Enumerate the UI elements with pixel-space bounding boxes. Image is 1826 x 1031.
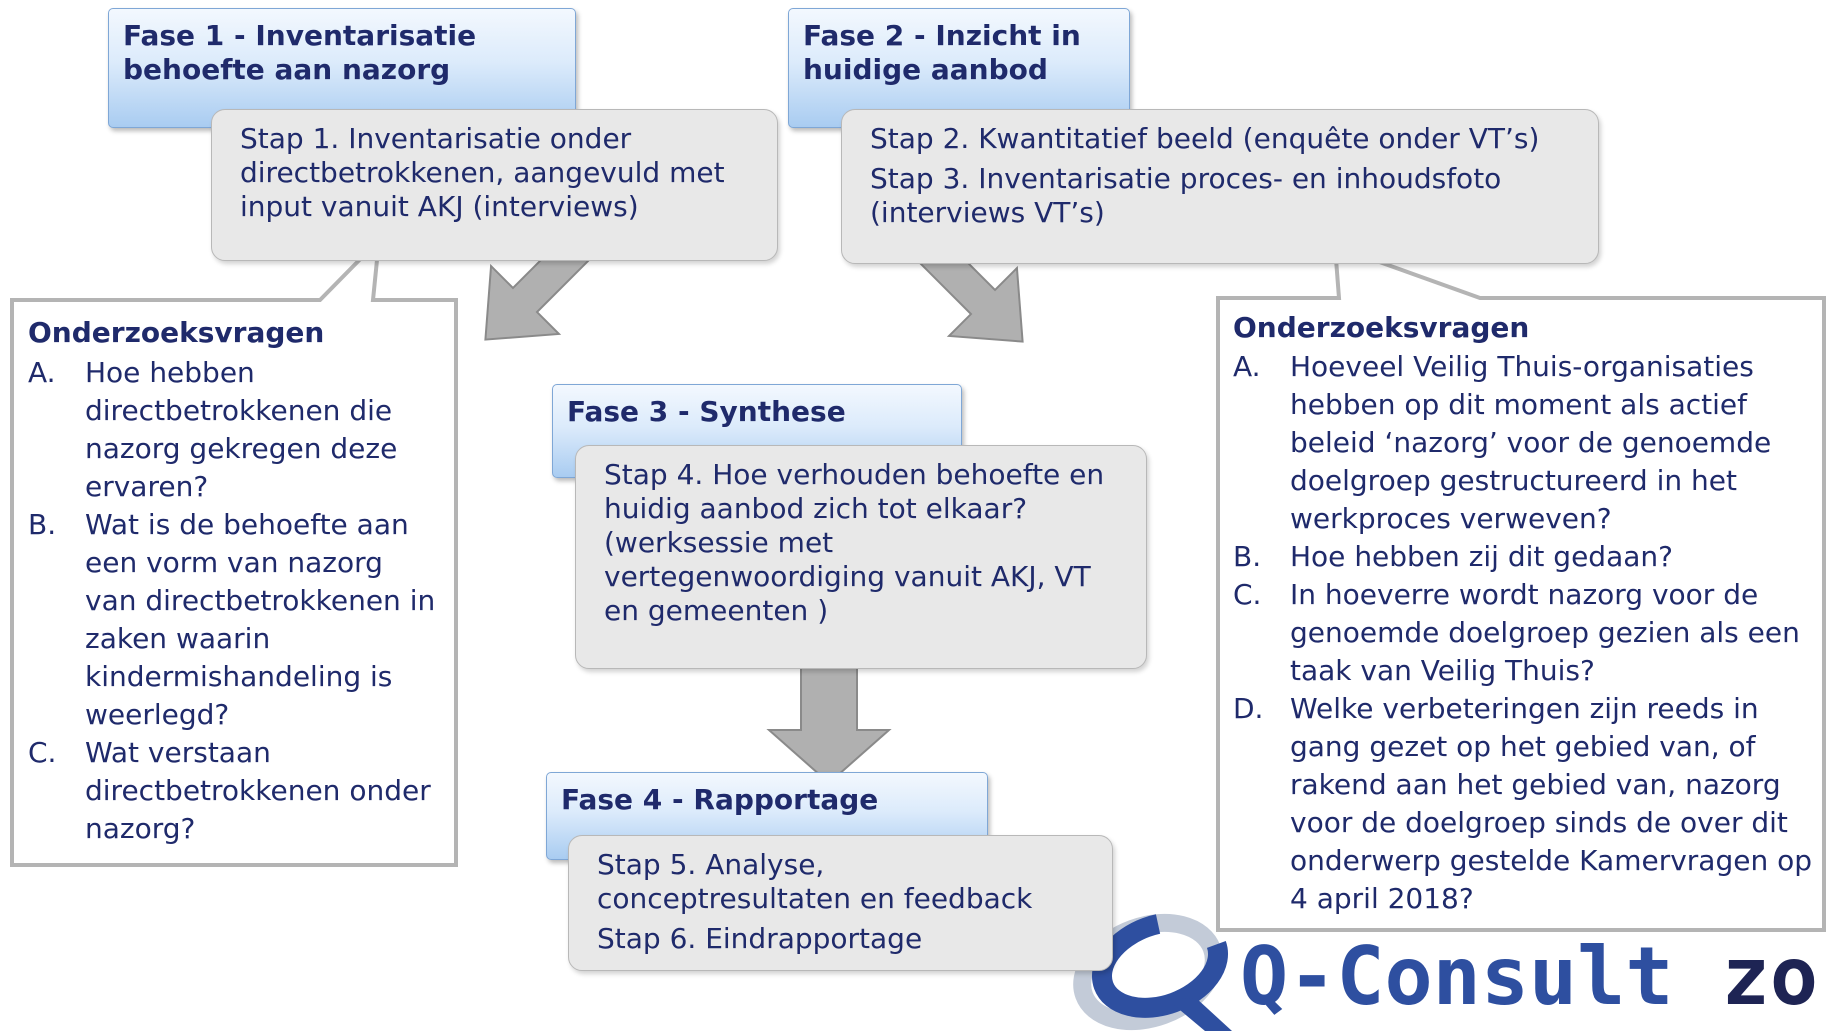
fase-1-steps-box: Stap 1. Inventarisatie onder directbetro… xyxy=(211,109,778,261)
step-4-text: Stap 4. Hoe verhouden behoefte en huidig… xyxy=(604,458,1105,627)
left-callout-shape xyxy=(10,234,458,867)
fase-2-title-line-2: huidige aanbod xyxy=(803,53,1048,86)
fase-1-title-line-2: behoefte aan nazorg xyxy=(123,53,451,86)
question-letter: B. xyxy=(28,508,57,541)
list-item: B. Wat is de behoefte aan een vorm van na… xyxy=(28,506,443,734)
fase-4-steps-box: Stap 5. Analyse, conceptresultaten en fe… xyxy=(568,835,1113,971)
question-letter: A. xyxy=(1233,350,1261,383)
left-questions-title: Onderzoeksvragen xyxy=(28,316,325,349)
list-item: C. In hoeverre wordt nazorg voor de genoe… xyxy=(1233,576,1818,690)
list-item: B. Hoe hebben zij dit gedaan? xyxy=(1233,538,1818,576)
question-text: Hoe hebben directbetrokkenen die nazorg … xyxy=(85,356,398,503)
step-5-text: Stap 5. Analyse, conceptresultaten en fe… xyxy=(597,848,1033,915)
question-text: In hoeverre wordt nazorg voor de genoemd… xyxy=(1290,578,1800,687)
question-text: Welke verbeteringen zijn reeds in gang g… xyxy=(1290,692,1813,915)
fase-3-title: Fase 3 - Synthese xyxy=(567,395,846,428)
question-letter: A. xyxy=(28,356,56,389)
list-item: D. Welke verbeteringen zijn reeds in gang… xyxy=(1233,690,1818,918)
fase-1-header: Fase 1 - Inventarisatie behoefte aan naz… xyxy=(108,8,576,128)
question-text: Wat verstaan directbetrokkenen onder naz… xyxy=(85,736,431,845)
question-text: Hoe hebben zij dit gedaan? xyxy=(1290,540,1673,573)
right-questions-title: Onderzoeksvragen xyxy=(1233,311,1530,344)
fase-3-steps-box: Stap 4. Hoe verhouden behoefte en huidig… xyxy=(575,445,1147,669)
q-consult-logo-text: Q-Consult zorg xyxy=(1240,932,1826,1022)
fase-2-header: Fase 2 - Inzicht in huidige aanbod xyxy=(788,8,1130,128)
q-consult-logo-mark xyxy=(1073,912,1232,1031)
fase-4-title: Fase 4 - Rapportage xyxy=(561,783,879,816)
step-3-text: Stap 3. Inventarisatie proces- en inhoud… xyxy=(870,162,1502,229)
question-letter: D. xyxy=(1233,692,1264,725)
right-callout-shape xyxy=(1216,243,1826,932)
list-item: A. Hoeveel Veilig Thuis-organisaties hebb… xyxy=(1233,348,1818,538)
question-text: Wat is de behoefte aan een vorm van nazo… xyxy=(85,508,436,731)
logo-brand: Q-Consult xyxy=(1240,930,1674,1023)
step-2-text: Stap 2. Kwantitatief beeld (enquête onde… xyxy=(870,122,1540,155)
fase-1-title-line-1: Fase 1 - Inventarisatie xyxy=(123,19,477,52)
fase-2-title-line-1: Fase 2 - Inzicht in xyxy=(803,19,1081,52)
question-letter: C. xyxy=(28,736,57,769)
fase-2-steps-box: Stap 2. Kwantitatief beeld (enquête onde… xyxy=(841,109,1599,264)
left-questions-list: A. Hoe hebben directbetrokkenen die nazor… xyxy=(28,354,443,848)
logo-suffix: zorg xyxy=(1721,930,1826,1023)
arrow-fase3-to-fase4 xyxy=(766,661,892,785)
step-6-text: Stap 6. Eindrapportage xyxy=(597,922,923,955)
question-letter: B. xyxy=(1233,540,1262,573)
question-letter: C. xyxy=(1233,578,1262,611)
step-1-text: Stap 1. Inventarisatie onder directbetro… xyxy=(240,122,725,223)
list-item: A. Hoe hebben directbetrokkenen die nazor… xyxy=(28,354,443,506)
question-text: Hoeveel Veilig Thuis-organisaties hebben… xyxy=(1290,350,1772,535)
list-item: C. Wat verstaan directbetrokkenen onder n… xyxy=(28,734,443,848)
right-questions-list: A. Hoeveel Veilig Thuis-organisaties hebb… xyxy=(1233,348,1818,918)
